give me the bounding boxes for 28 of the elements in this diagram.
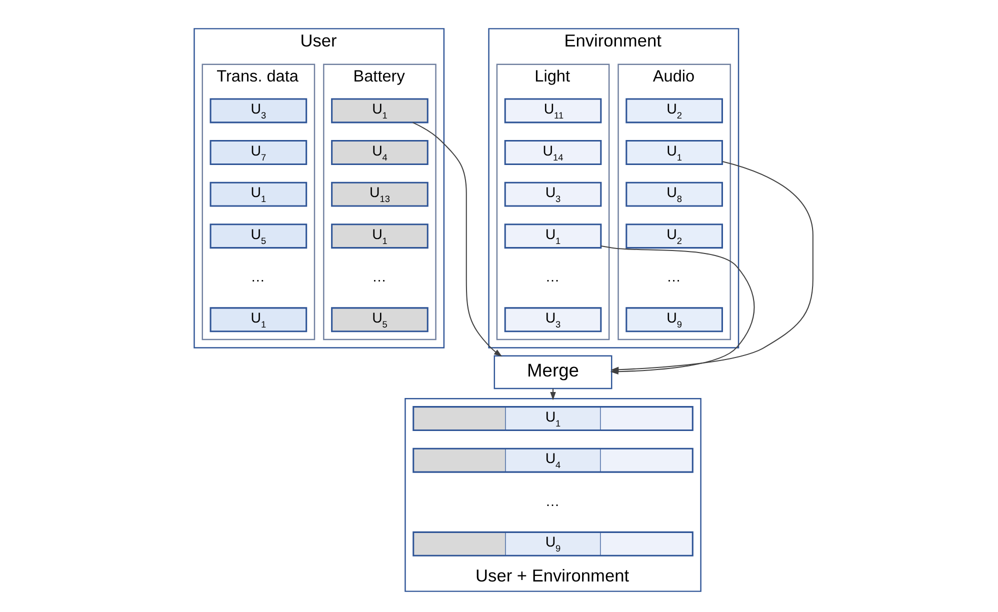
node-box: U$_{4}$ (330, 140, 428, 165)
node-text: … (250, 270, 265, 286)
node-box: U$_{14}$ (504, 140, 602, 165)
node-box: U$_{3}$ (504, 307, 602, 332)
node-box: U$_{3}$ (209, 98, 307, 124)
node-box: U$_{7}$ (209, 140, 307, 165)
node-box: U$_{5}$ (330, 307, 428, 332)
node-box: U$_{1}$ (504, 224, 602, 249)
node-box: U$_{1}$ (330, 98, 428, 124)
node-box: U$_{1}$ (209, 182, 307, 207)
node-text: … (372, 270, 386, 286)
node-box: U$_{9}$ (625, 307, 722, 332)
node-box: U$_{1}$ (209, 307, 307, 332)
node-box: U$_{1}$ (625, 140, 722, 165)
arrow (550, 388, 556, 400)
node-box: U$_{13}$ (330, 182, 428, 207)
node-box: Merge (493, 355, 612, 390)
arrow (412, 122, 502, 357)
node-text: … (544, 270, 560, 286)
node-box: U$_{2}$ (625, 98, 722, 124)
node-text: … (544, 494, 560, 510)
node-text: … (666, 270, 680, 286)
node-box: U$_{1}$ (330, 224, 428, 249)
node-box: U$_{11}$ (504, 98, 602, 124)
node-box: U$_{3}$ (504, 182, 602, 207)
node-box: U$_{5}$ (209, 224, 307, 249)
node-box: U$_{8}$ (625, 182, 722, 207)
node-box: U$_{2}$ (625, 224, 722, 249)
